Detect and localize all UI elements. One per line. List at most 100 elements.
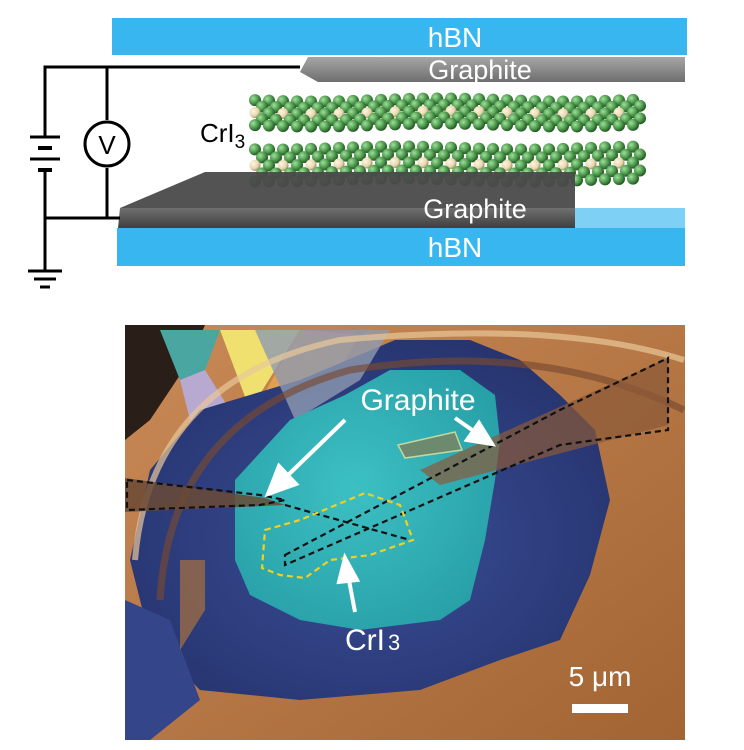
graphite-arrow-right-head — [463, 419, 497, 447]
iodine-atom — [368, 148, 380, 161]
bottom-hbn-top-face — [575, 208, 685, 228]
voltmeter-icon: V — [83, 120, 131, 168]
brown-lower-strip — [180, 560, 205, 650]
iodine-atom — [550, 151, 562, 164]
iodine-atom — [263, 119, 275, 132]
iodine-atom — [613, 140, 625, 153]
iodine-atom — [599, 157, 611, 170]
iodine-atom — [543, 120, 555, 133]
bottom-graphite-layer — [118, 208, 575, 228]
iodine-atom — [382, 148, 394, 161]
graphite-outline-cross — [284, 503, 411, 542]
bottom-graphite-label: Graphite — [423, 194, 527, 224]
iodine-atom — [599, 119, 611, 132]
iodine-atom — [270, 151, 282, 164]
top-hbn-layer — [112, 18, 687, 55]
substrate-ring-outer — [132, 330, 685, 561]
circuit-wire-voltmeter-bottom — [105, 168, 120, 220]
chromium-atom — [501, 159, 513, 171]
battery-icon — [30, 135, 60, 172]
iodine-atom — [291, 143, 303, 156]
iodine-atom — [291, 120, 303, 133]
cyan-flake — [235, 370, 500, 630]
cri3-schematic-label: CrI3 — [200, 118, 245, 153]
arrows — [264, 416, 497, 613]
iodine-atom — [585, 141, 597, 154]
iodine-atom — [249, 119, 261, 132]
iodine-atom — [515, 143, 527, 156]
chromium-atom — [361, 157, 373, 169]
iodine-atom — [543, 143, 555, 156]
iodine-atom — [403, 140, 415, 153]
iodine-atom — [634, 148, 646, 161]
graphite-arrow-left-head — [264, 462, 300, 498]
iodine-atom — [319, 158, 331, 171]
iodine-atom — [312, 150, 324, 163]
iodine-atom — [431, 117, 443, 130]
iodine-atom — [522, 151, 534, 164]
graphite-arrow-left — [283, 418, 347, 480]
iodine-atom — [557, 142, 569, 155]
iodine-atom — [361, 119, 373, 132]
iodine-atom — [445, 117, 457, 130]
iodine-atom — [417, 117, 429, 130]
iodine-atom — [263, 143, 275, 156]
iodine-atom — [424, 148, 436, 161]
chromium-atom — [585, 158, 597, 170]
iodine-atom — [473, 118, 485, 131]
iodine-atom — [410, 148, 422, 161]
graphite-outline-left — [125, 478, 286, 512]
chromium-atom — [557, 159, 569, 171]
circuit — [43, 65, 300, 270]
iodine-atom — [249, 143, 261, 156]
iodine-atom — [298, 151, 310, 164]
iodine-atom — [466, 150, 478, 163]
iodine-atom — [347, 119, 359, 132]
iodine-atom — [459, 117, 471, 130]
iodine-atom — [326, 150, 338, 163]
iodine-atom — [473, 142, 485, 155]
top-graphite-label: Graphite — [428, 55, 532, 85]
iodine-atom — [361, 140, 373, 153]
cri3-outline — [260, 491, 415, 580]
iodine-atom — [606, 165, 618, 178]
iodine-atom — [620, 164, 632, 177]
iodine-atom — [578, 166, 590, 179]
iodine-atom — [389, 140, 401, 153]
graphite-strip-right — [420, 358, 668, 485]
chromium-atom — [417, 157, 429, 169]
iodine-atom — [585, 120, 597, 133]
iodine-atom — [543, 159, 555, 172]
schematic: hBN Graphite CrI3 Graphite hBN — [28, 18, 687, 289]
iodine-atom — [571, 120, 583, 133]
graphite-arrow-right — [453, 416, 477, 434]
iodine-atom — [557, 120, 569, 133]
iodine-atom — [606, 149, 618, 162]
iodine-atom — [620, 148, 632, 161]
circuit-wire-top — [43, 65, 300, 136]
iodine-atom — [529, 120, 541, 133]
iodine-atom — [627, 172, 639, 185]
iodine-atom — [396, 148, 408, 161]
iodine-atom — [459, 142, 471, 155]
scale-bar-label: 5 μm — [569, 661, 632, 692]
iodine-atom — [340, 149, 352, 162]
iodine-atom — [291, 159, 303, 172]
iodine-atom — [438, 149, 450, 162]
voltmeter-label: V — [98, 130, 116, 160]
bottom-graphite-top-face — [120, 172, 575, 208]
iodine-atom — [354, 149, 366, 162]
iodine-atom — [375, 140, 387, 153]
iodine-atom — [613, 119, 625, 132]
chromium-atom — [445, 158, 457, 170]
cri3-arrow-head — [336, 552, 361, 585]
iodine-atom — [375, 118, 387, 131]
chromium-atom — [277, 159, 289, 171]
graphite-strip-left — [125, 478, 285, 512]
iodine-atom — [445, 141, 457, 154]
ground-icon — [28, 269, 62, 289]
iodine-atom — [375, 156, 387, 169]
iodine-atom — [487, 118, 499, 131]
iodine-atom — [494, 151, 506, 164]
iodine-atom — [487, 143, 499, 156]
